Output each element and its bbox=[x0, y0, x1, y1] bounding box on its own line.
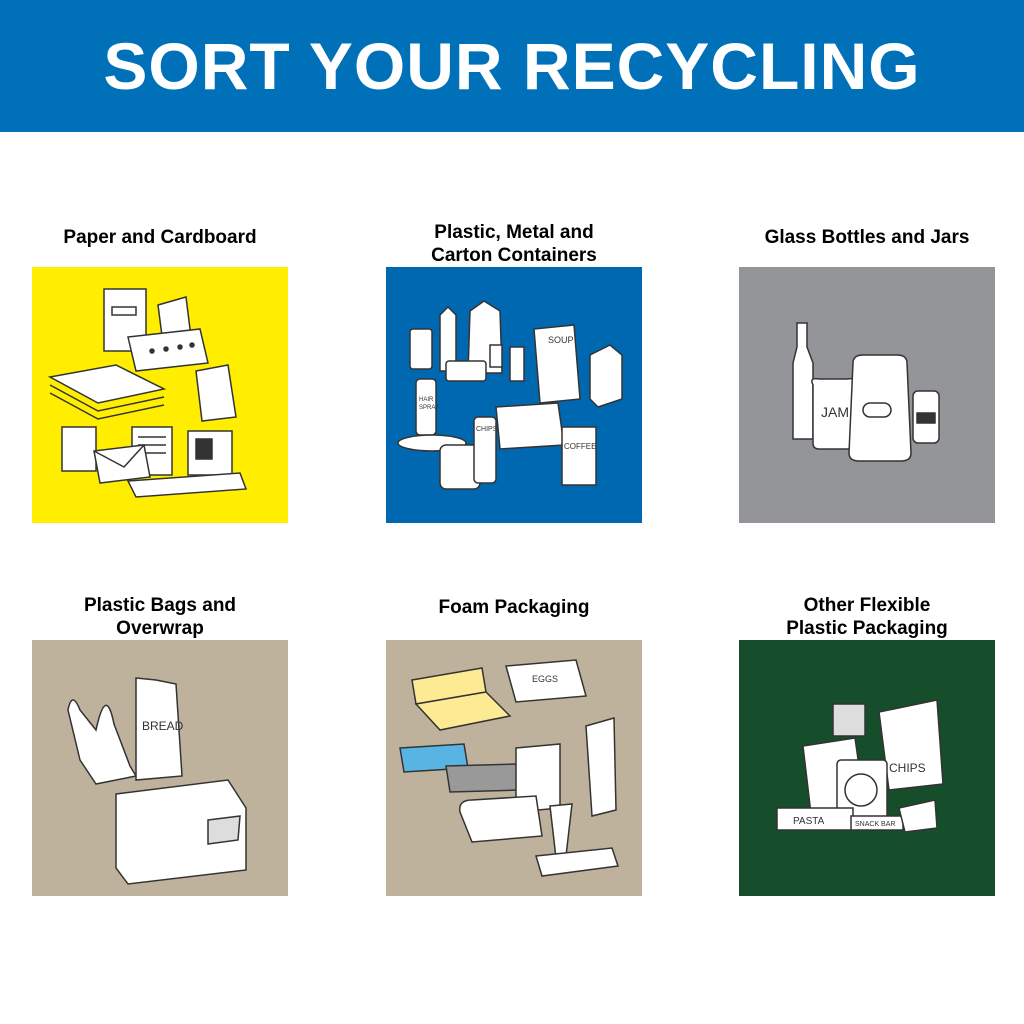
svg-text:JAM: JAM bbox=[821, 404, 849, 420]
svg-text:SNACK BAR: SNACK BAR bbox=[855, 821, 895, 828]
category-tile-paper bbox=[32, 267, 288, 523]
svg-text:SOUP: SOUP bbox=[548, 335, 574, 345]
svg-text:EGGS: EGGS bbox=[532, 674, 558, 684]
svg-text:HAIR: HAIR bbox=[419, 397, 434, 403]
category-label-paper: Paper and Cardboard bbox=[63, 227, 257, 248]
category-tile-glass: JAM bbox=[739, 267, 995, 523]
category-label-flexible: Other Flexible Plastic Packaging bbox=[786, 595, 948, 639]
svg-text:CHIPS: CHIPS bbox=[889, 761, 926, 775]
category-label-glass: Glass Bottles and Jars bbox=[764, 227, 970, 248]
category-tile-containers: SOUP HAIR SPRAY CHIPS COFFEE bbox=[386, 267, 642, 523]
svg-text:SPRAY: SPRAY bbox=[419, 405, 439, 411]
category-label-foam: Foam Packaging bbox=[438, 597, 590, 618]
flexible-packaging-icon: CHIPS PASTA SNACK BAR bbox=[776, 699, 944, 833]
svg-text:PASTA: PASTA bbox=[793, 816, 825, 827]
svg-text:CHIPS: CHIPS bbox=[476, 426, 498, 433]
category-label-plastic-bags: Plastic Bags and Overwrap bbox=[83, 595, 237, 639]
category-label-containers: Plastic, Metal and Carton Containers bbox=[431, 222, 597, 266]
page-title: SORT YOUR RECYCLING bbox=[103, 29, 921, 103]
paper-cardboard-icon bbox=[47, 288, 248, 498]
svg-text:BREAD: BREAD bbox=[142, 719, 184, 733]
category-tile-flexible: CHIPS PASTA SNACK BAR bbox=[739, 640, 995, 896]
foam-packaging-icon: EGGS bbox=[399, 659, 619, 877]
containers-icon: SOUP HAIR SPRAY CHIPS COFFEE bbox=[397, 300, 623, 490]
header-banner: SORT YOUR RECYCLING bbox=[0, 0, 1024, 132]
category-tile-plastic-bags: BREAD bbox=[32, 640, 288, 896]
glass-bottles-jars-icon: JAM bbox=[792, 322, 940, 462]
plastic-bags-icon: BREAD bbox=[67, 677, 247, 885]
svg-text:COFFEE: COFFEE bbox=[564, 442, 596, 451]
category-tile-foam: EGGS bbox=[386, 640, 642, 896]
